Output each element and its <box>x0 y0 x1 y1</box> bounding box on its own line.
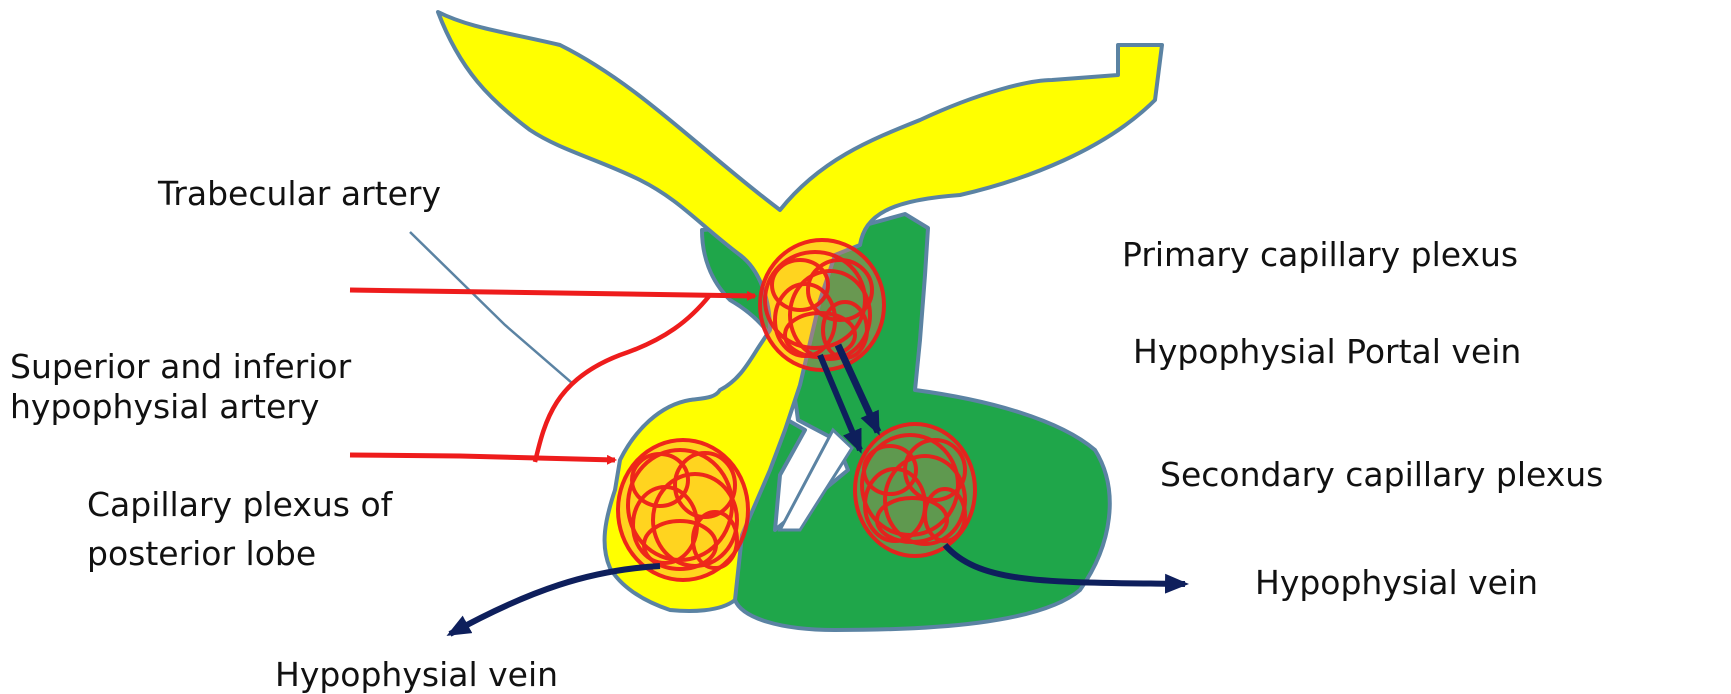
label-primary-capillary-plexus: Primary capillary plexus <box>1122 235 1518 274</box>
trabecular-leader-line <box>410 232 572 383</box>
label-secondary-capillary-plexus: Secondary capillary plexus <box>1160 455 1603 494</box>
label-capillary-plexus-posterior-line1: Capillary plexus of <box>87 485 394 524</box>
primary-capillary-plexus <box>760 240 884 370</box>
label-capillary-plexus-posterior-line2: posterior lobe <box>87 534 316 573</box>
label-trabecular-artery: Trabecular artery <box>157 174 441 213</box>
label-hypophysial-vein-bottom: Hypophysial vein <box>275 655 558 694</box>
posterior-capillary-plexus <box>618 440 748 580</box>
superior-hypophysial-artery <box>350 290 755 296</box>
inferior-hypophysial-artery <box>350 455 615 460</box>
label-superior-inferior-artery-line2: hypophysial artery <box>10 387 319 426</box>
label-superior-inferior-artery-line1: Superior and inferior <box>10 347 352 386</box>
label-hypophysial-portal-vein: Hypophysial Portal vein <box>1133 332 1521 371</box>
label-hypophysial-vein-right: Hypophysial vein <box>1255 563 1538 602</box>
secondary-capillary-plexus <box>855 424 975 556</box>
